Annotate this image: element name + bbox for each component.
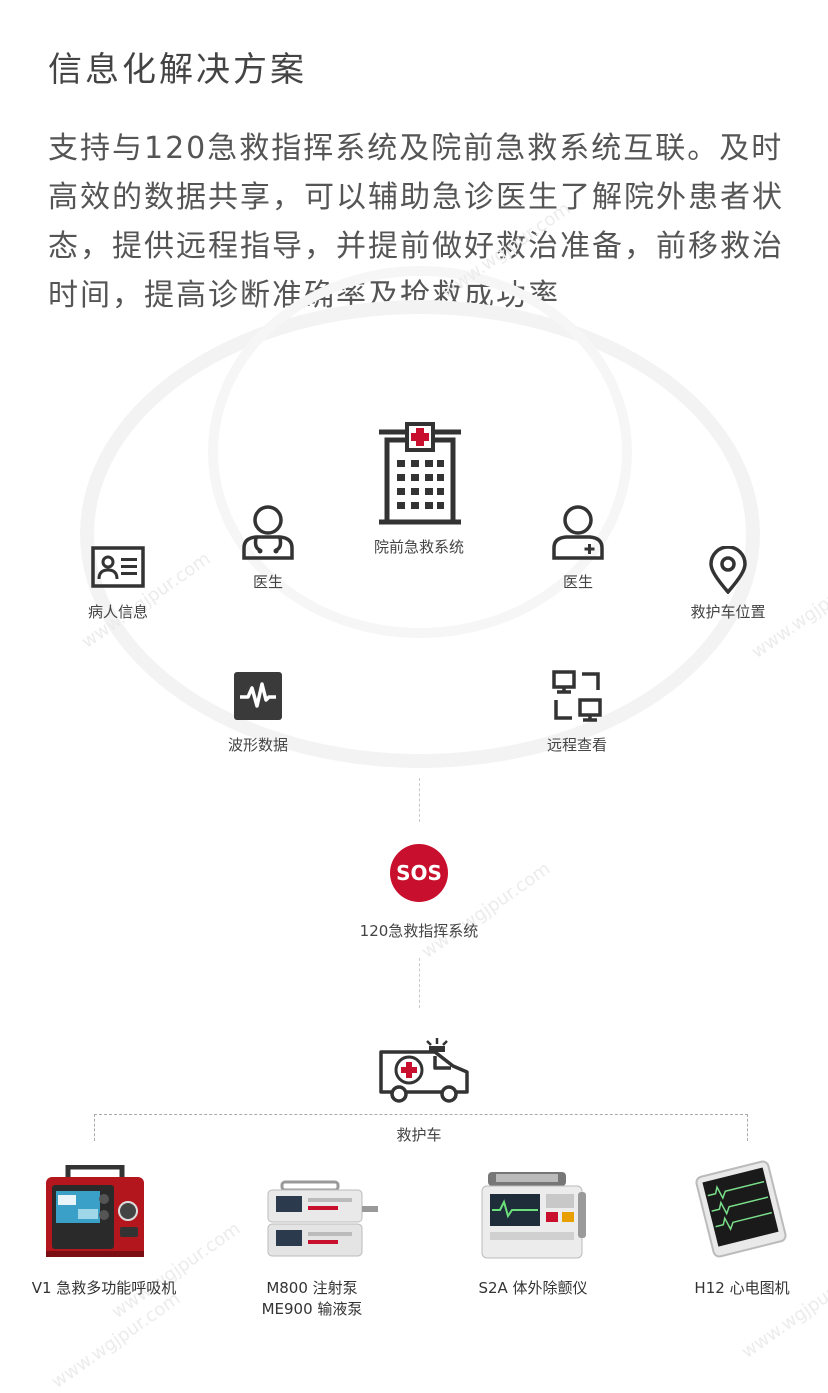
ambulance-icon [379, 1038, 469, 1103]
product-label: M800 注射泵 ME900 输液泵 [262, 1278, 363, 1320]
ventilator-image [46, 1165, 144, 1257]
waveform-icon [234, 672, 282, 720]
doctor-plus-icon [552, 505, 604, 560]
page-title: 信息化解决方案 [48, 50, 307, 90]
id-card-icon [91, 546, 145, 588]
connector-line [419, 958, 420, 1008]
dispatch-label: 120急救指挥系统 [359, 922, 479, 940]
ambulance-label: 救护车 [396, 1126, 442, 1144]
product-label: V1 急救多功能呼吸机 [32, 1278, 177, 1299]
product-label-line: ME900 输液泵 [261, 1300, 363, 1318]
connector-line [419, 778, 420, 822]
product-label-line: V1 急救多功能呼吸机 [31, 1279, 177, 1297]
product-label-line: S2A 体外除颤仪 [478, 1279, 588, 1297]
remote-view-icon [552, 670, 602, 722]
sos-badge: SOS [390, 844, 448, 902]
node-label: 病人信息 [87, 603, 149, 621]
product-label: S2A 体外除颤仪 [478, 1278, 587, 1299]
location-pin-icon [709, 546, 747, 594]
node-label: 远程查看 [546, 736, 608, 754]
watermark: www.wgjpur.com [737, 1258, 828, 1363]
ecg-tablet-image [695, 1160, 787, 1258]
node-label: 医生 [562, 573, 594, 591]
pump-image [267, 1180, 378, 1257]
doctor-icon [242, 505, 294, 560]
inner-ring [208, 266, 632, 638]
node-label: 波形数据 [227, 736, 289, 754]
hub-label: 院前急救系统 [373, 538, 465, 556]
hospital-building-icon [379, 422, 461, 525]
node-label: 医生 [252, 573, 284, 591]
product-label-line: H12 心电图机 [694, 1279, 790, 1297]
product-label: H12 心电图机 [694, 1278, 789, 1299]
node-label: 救护车位置 [690, 603, 766, 621]
device-bracket [94, 1114, 748, 1141]
defibrillator-image [481, 1172, 586, 1259]
product-label-line: M800 注射泵 [266, 1279, 358, 1297]
